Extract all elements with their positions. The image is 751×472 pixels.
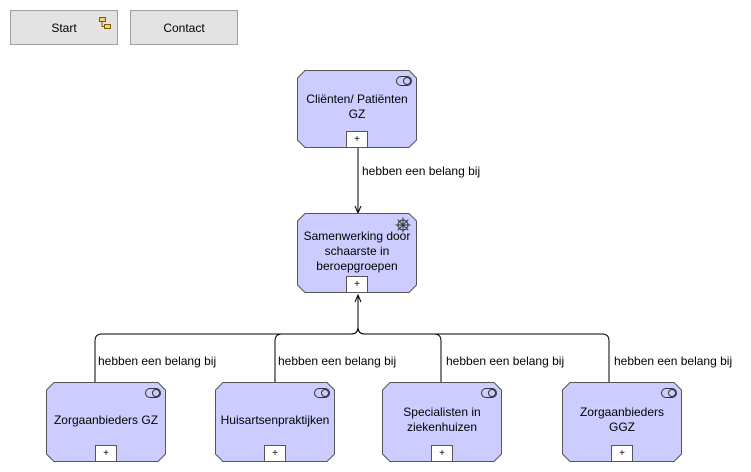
stakeholder-icon xyxy=(314,388,330,398)
node-zorgaanbieders-gz[interactable]: Zorgaanbieders GZ + xyxy=(46,382,166,462)
node-shape xyxy=(46,382,166,462)
edge-label-specialisten: hebben een belang bij xyxy=(446,354,565,368)
contact-button-label: Contact xyxy=(163,20,205,35)
node-shape xyxy=(382,382,502,462)
stakeholder-icon xyxy=(396,76,412,86)
stakeholder-icon xyxy=(145,388,161,398)
node-label: Zorgaanbieders GZ xyxy=(53,412,159,427)
connector-huisartsen-samenwerking xyxy=(274,326,359,382)
node-shape xyxy=(297,213,417,293)
node-shape xyxy=(297,70,417,148)
node-label: Huisartsenpraktijken xyxy=(220,412,330,427)
expand-button[interactable]: + xyxy=(95,445,117,462)
edge-label-huisartsen: hebben een belang bij xyxy=(278,354,397,368)
edge-label-gz: hebben een belang bij xyxy=(98,354,217,368)
driver-wheel-icon xyxy=(395,217,411,233)
stakeholder-icon xyxy=(661,388,677,398)
node-specialisten-ziekenhuizen[interactable]: Specialisten in ziekenhuizen + xyxy=(382,382,502,462)
node-zorgaanbieders-ggz[interactable]: Zorgaanbieders GGZ + xyxy=(562,382,682,462)
node-label: Cliënten/ Patiënten GZ xyxy=(306,92,408,121)
stakeholder-icon xyxy=(481,388,497,398)
node-clienten-patienten-gz[interactable]: Cliënten/ Patiënten GZ + xyxy=(297,70,417,148)
expand-button[interactable]: + xyxy=(346,131,368,148)
expand-button[interactable]: + xyxy=(264,445,286,462)
start-button[interactable]: Start xyxy=(10,10,118,45)
connector-ggz-samenwerking xyxy=(357,326,610,382)
node-huisartsenpraktijken[interactable]: Huisartsenpraktijken + xyxy=(215,382,335,462)
contact-button[interactable]: Contact xyxy=(130,10,238,45)
edge-label-clients: hebben een belang bij xyxy=(362,164,481,178)
arrowhead-samenwerking-bottom xyxy=(354,293,362,303)
connector-gz-samenwerking xyxy=(94,295,359,382)
node-samenwerking[interactable]: Samenwerking door schaarste in beroepgro… xyxy=(297,213,417,293)
node-label: Specialisten in ziekenhuizen xyxy=(403,405,481,434)
node-label: Zorgaanbieders GGZ xyxy=(579,405,665,434)
edge-label-ggz: hebben een belang bij xyxy=(614,354,733,368)
expand-button[interactable]: + xyxy=(611,445,633,462)
start-button-label: Start xyxy=(51,20,77,35)
node-label: Samenwerking door schaarste in beroepgro… xyxy=(303,228,411,273)
expand-button[interactable]: + xyxy=(346,276,368,293)
node-shape xyxy=(215,382,335,462)
node-shape xyxy=(562,382,682,462)
expand-button[interactable]: + xyxy=(431,445,453,462)
hierarchy-icon xyxy=(99,17,111,29)
